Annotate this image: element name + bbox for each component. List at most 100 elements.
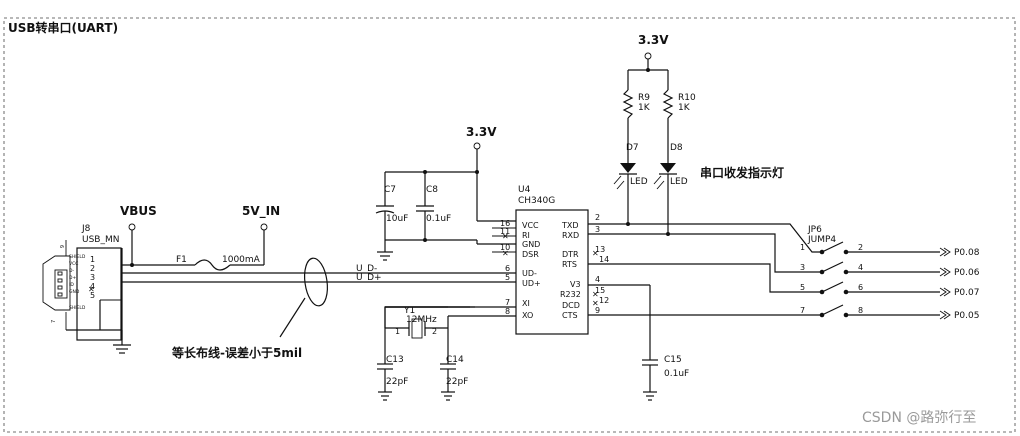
- svg-text:✕: ✕: [592, 290, 599, 299]
- j8-shield-top: SHIELD: [69, 254, 86, 260]
- j8-pin6-top: 6: [58, 245, 64, 248]
- j8-pin3: 3: [90, 273, 95, 282]
- svg-text:8: 8: [858, 306, 863, 315]
- svg-text:10: 10: [500, 243, 510, 252]
- v5-in-net: 5V_IN: [242, 204, 280, 265]
- svg-text:15: 15: [595, 286, 605, 295]
- usb-connector-j8: J8 USB_MN 6 7 SHIELD SHIELD VCC D- D+ ID…: [42, 224, 330, 341]
- sheet-frame: [3, 17, 1016, 433]
- chip-ref: U4: [518, 185, 531, 195]
- svg-text:VBUS: VBUS: [120, 204, 157, 218]
- port-p008: P0.08: [954, 248, 980, 258]
- chip-u4-ch340g: U4 CH340G 16 11 10 ✕ ✕ VCC RI GND DSR 6 …: [448, 185, 668, 335]
- jumper-jp6: JP6 JUMP4 1 3 5 7 2 4 6 8: [612, 223, 940, 318]
- svg-text:22pF: 22pF: [386, 377, 408, 387]
- svg-text:10uF: 10uF: [386, 214, 408, 224]
- resistor-r10: R10 1K: [662, 70, 696, 163]
- sheet-title: USB转串口(UART): [8, 20, 118, 35]
- j8-pinname-vcc: VCC: [69, 261, 78, 267]
- svg-text:5V_IN: 5V_IN: [242, 204, 280, 219]
- ground-symbol-j8: [113, 330, 131, 354]
- svg-text:6: 6: [858, 283, 863, 292]
- svg-text:VCC: VCC: [522, 221, 539, 230]
- svg-text:JUMP4: JUMP4: [807, 235, 836, 245]
- j8-pinname-dm: D-: [69, 268, 74, 274]
- crystal-y1: Y1 12MHz 1 2: [384, 306, 475, 339]
- svg-text:CTS: CTS: [562, 311, 578, 320]
- svg-text:0.1uF: 0.1uF: [664, 369, 689, 379]
- svg-text:DTR: DTR: [562, 250, 579, 259]
- svg-text:7: 7: [505, 298, 510, 307]
- svg-text:✕: ✕: [502, 249, 509, 258]
- svg-text:14: 14: [599, 255, 609, 264]
- svg-text:UD-: UD-: [522, 269, 537, 278]
- svg-text:1K: 1K: [638, 103, 651, 113]
- svg-text:C15: C15: [664, 355, 682, 365]
- port-p006: P0.06: [954, 268, 980, 278]
- watermark: CSDN @路弥行至: [862, 409, 976, 426]
- svg-text:R9: R9: [638, 93, 650, 103]
- capacitor-c13: C13 22pF: [377, 328, 408, 401]
- j8-pinname-dp: D+: [69, 275, 76, 281]
- svg-text:RTS: RTS: [562, 260, 577, 269]
- svg-text:3.3V: 3.3V: [466, 125, 497, 139]
- svg-text:D7: D7: [626, 143, 639, 153]
- vbus-net: VBUS: [120, 204, 157, 267]
- capacitor-c8: C8 0.1uF: [416, 172, 451, 240]
- svg-text:16: 16: [500, 219, 510, 228]
- j8-pin2: 2: [90, 264, 95, 273]
- port-labels: P0.08 P0.06 P0.07 P0.05: [939, 247, 980, 321]
- svg-text:Y1: Y1: [403, 306, 415, 316]
- svg-text:3: 3: [595, 225, 600, 234]
- svg-text:✕: ✕: [88, 285, 95, 294]
- svg-text:3.3V: 3.3V: [638, 33, 669, 47]
- usb-data-lines: U_D- U_D+: [279, 257, 516, 338]
- svg-text:4: 4: [595, 275, 600, 284]
- svg-text:2: 2: [432, 327, 437, 336]
- j8-pinname-gnd: GND: [69, 289, 80, 295]
- svg-text:R232: R232: [560, 290, 581, 299]
- svg-text:3: 3: [800, 263, 805, 272]
- svg-text:11: 11: [500, 227, 510, 236]
- svg-text:6: 6: [505, 264, 510, 273]
- svg-text:1K: 1K: [678, 103, 691, 113]
- svg-text:8: 8: [505, 307, 510, 316]
- length-match-note: 等长布线-误差小于5mil: [171, 345, 302, 360]
- svg-text:4: 4: [858, 263, 863, 272]
- svg-text:GND: GND: [522, 240, 540, 249]
- svg-text:12MHz: 12MHz: [406, 315, 437, 325]
- svg-text:7: 7: [800, 306, 805, 315]
- port-p005: P0.05: [954, 311, 979, 321]
- svg-text:R10: R10: [678, 93, 696, 103]
- j8-pin7-bottom: 7: [51, 320, 57, 323]
- svg-text:5: 5: [800, 283, 805, 292]
- chip-right-pins: TXD RXD DTR RTS V3 R232 DCD CTS 2 3 13 1…: [560, 213, 668, 320]
- svg-text:C14: C14: [446, 355, 464, 365]
- j8-pin5: 5: [90, 291, 95, 300]
- svg-text:TXD: TXD: [561, 221, 579, 230]
- svg-text:✕: ✕: [592, 299, 599, 308]
- svg-text:XO: XO: [522, 311, 533, 320]
- j8-value: USB_MN: [82, 235, 119, 245]
- svg-text:DCD: DCD: [562, 301, 580, 310]
- vdd-top-net: 3.3V: [628, 33, 669, 72]
- led-d8: D8 LED: [653, 143, 688, 236]
- svg-text:RXD: RXD: [562, 231, 579, 240]
- svg-text:✕: ✕: [502, 232, 509, 241]
- capacitor-c7: C7 10uF: [375, 172, 408, 240]
- capacitor-c14: C14 22pF: [440, 328, 468, 401]
- j8-ref: J8: [81, 224, 91, 234]
- capacitor-c15: C15 0.1uF: [642, 285, 689, 401]
- svg-text:2: 2: [858, 243, 863, 252]
- svg-text:V3: V3: [570, 280, 581, 289]
- svg-text:C8: C8: [426, 185, 438, 195]
- j8-pinname-id: ID: [69, 282, 74, 288]
- vdd-mid-net: 3.3V: [385, 125, 516, 222]
- j8-pin4: 4: [90, 282, 95, 291]
- ground-symbol-c7-c8: [377, 238, 516, 261]
- svg-text:UD+: UD+: [522, 279, 541, 288]
- chip-value: CH340G: [518, 196, 555, 206]
- svg-text:9: 9: [595, 306, 600, 315]
- net-label-ud-minus: U_D-: [356, 264, 377, 274]
